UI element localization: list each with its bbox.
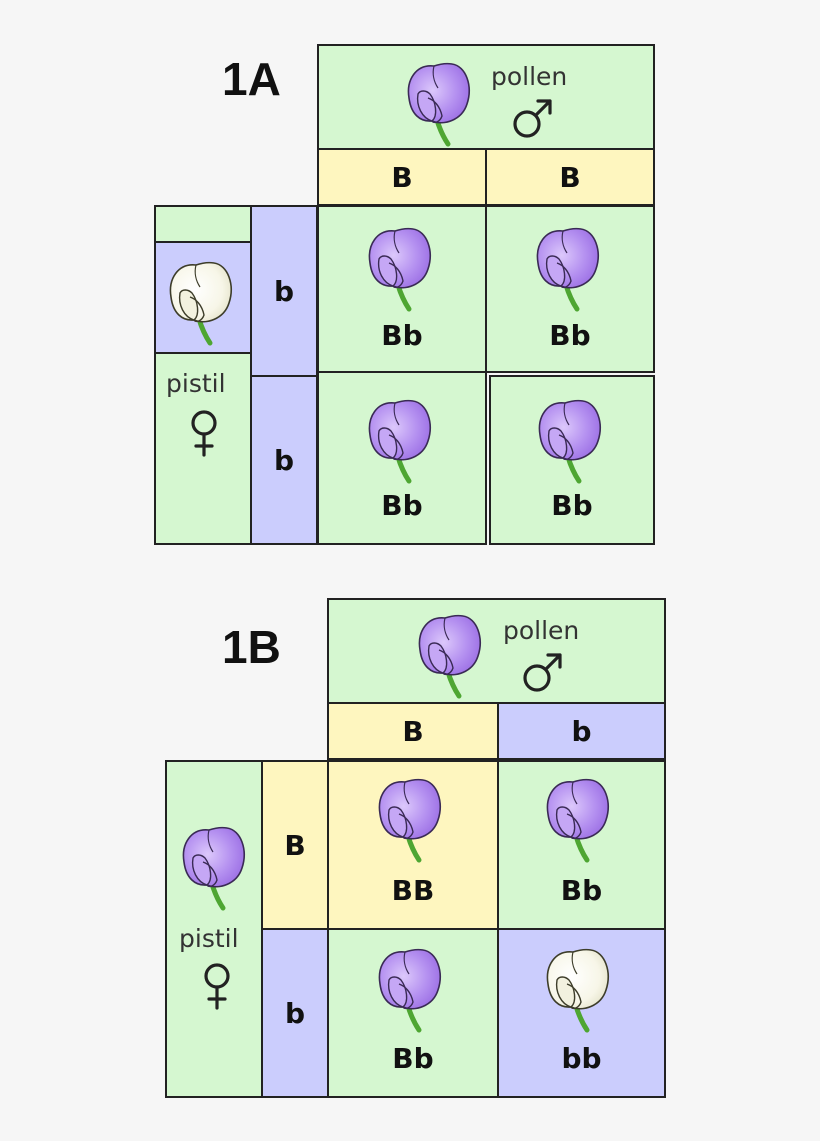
female-parent-cell: pistil [165, 760, 263, 1098]
offspring-cell: Bb [489, 375, 655, 545]
purple-flower-icon [404, 58, 474, 158]
male-symbol-icon [521, 650, 565, 694]
purple-flower-icon [415, 610, 485, 710]
pollen-label: pollen [491, 62, 568, 91]
male-symbol-icon [511, 96, 555, 140]
female-symbol-icon [187, 409, 221, 459]
offspring-genotype: Bb [381, 489, 423, 522]
white-flower-icon [166, 257, 236, 357]
offspring-cell: bb [497, 928, 666, 1098]
offspring-genotype: BB [391, 874, 435, 907]
female-parent-cell: pistil [154, 205, 252, 545]
offspring-genotype: Bb [560, 874, 603, 907]
pistil-allele: b [261, 928, 329, 1098]
offspring-cell: Bb [497, 760, 666, 930]
offspring-genotype: Bb [392, 1042, 434, 1075]
male-parent-cell: pollen [317, 44, 655, 150]
male-parent-cell: pollen [327, 598, 666, 704]
offspring-genotype: bb [561, 1042, 602, 1075]
pollen-allele: B [317, 148, 487, 206]
purple-flower-icon [375, 774, 445, 874]
purple-flower-icon [543, 774, 613, 874]
purple-flower-icon [365, 395, 435, 495]
offspring-genotype: Bb [381, 319, 423, 352]
pollen-allele: b [497, 702, 666, 760]
purple-flower-icon [535, 395, 605, 495]
offspring-cell: Bb [317, 371, 487, 545]
pistil-label: pistil [166, 369, 226, 398]
female-flower-background [156, 241, 250, 354]
purple-flower-icon [179, 822, 249, 922]
offspring-cell: BB [327, 760, 499, 930]
white-flower-icon [543, 944, 613, 1044]
purple-flower-icon [365, 223, 435, 323]
purple-flower-icon [533, 223, 603, 323]
purple-flower-icon [375, 944, 445, 1044]
female-symbol-icon [200, 962, 234, 1012]
panel-title: 1B [222, 621, 281, 673]
pistil-label: pistil [179, 924, 239, 953]
pollen-allele: B [327, 702, 499, 760]
offspring-genotype: Bb [549, 319, 591, 352]
pistil-allele: b [250, 375, 318, 545]
pollen-allele: B [485, 148, 655, 206]
offspring-cell: Bb [317, 205, 487, 373]
panel-title: 1A [222, 53, 281, 105]
offspring-cell: Bb [327, 928, 499, 1098]
pistil-allele: b [250, 205, 318, 377]
pistil-allele: B [261, 760, 329, 930]
pollen-label: pollen [503, 616, 580, 645]
offspring-cell: Bb [485, 205, 655, 373]
offspring-genotype: Bb [551, 489, 593, 522]
